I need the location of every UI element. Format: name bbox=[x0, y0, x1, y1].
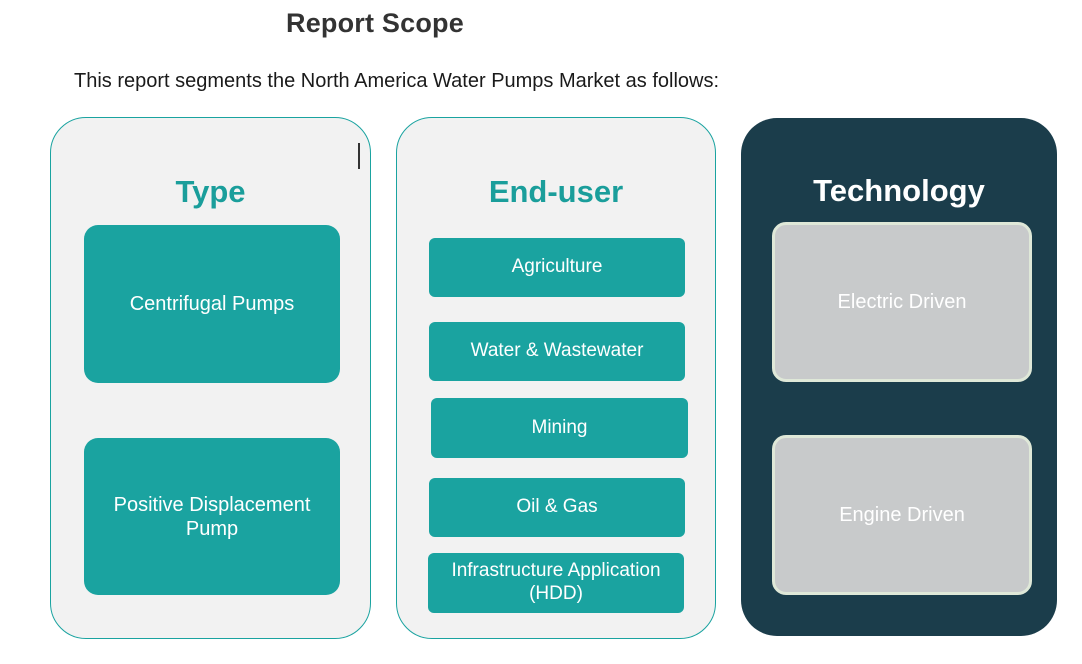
technology-item-engine-driven: Engine Driven bbox=[772, 435, 1032, 595]
type-item-centrifugal-pumps: Centrifugal Pumps bbox=[84, 225, 340, 383]
intro-text: This report segments the North America W… bbox=[74, 70, 720, 92]
technology-item-electric-driven: Electric Driven bbox=[772, 222, 1032, 382]
end-user-heading: End-user bbox=[488, 174, 624, 209]
end-user-item-oil-gas: Oil & Gas bbox=[429, 478, 685, 537]
text-cursor bbox=[358, 143, 360, 169]
type-column: Type Centrifugal Pumps Positive Displace… bbox=[50, 117, 371, 639]
end-user-item-agriculture: Agriculture bbox=[429, 238, 685, 297]
page-title: Report Scope bbox=[286, 8, 464, 38]
technology-column: Technology Electric Driven Engine Driven bbox=[741, 118, 1057, 636]
end-user-item-infrastructure-application: Infrastructure Application (HDD) bbox=[428, 553, 684, 613]
type-item-positive-displacement-pump: Positive Displacement Pump bbox=[84, 438, 340, 595]
type-heading: Type bbox=[175, 174, 246, 209]
technology-heading: Technology bbox=[813, 173, 985, 208]
end-user-column: End-user Agriculture Water & Wastewater … bbox=[396, 117, 716, 639]
end-user-item-water-wastewater: Water & Wastewater bbox=[429, 322, 685, 381]
end-user-item-mining: Mining bbox=[431, 398, 688, 458]
